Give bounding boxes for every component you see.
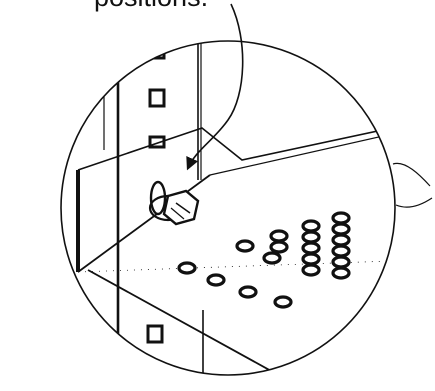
bolt-icon: [148, 180, 200, 226]
shelf-panel: [76, 121, 395, 375]
callout-arrow: [186, 3, 244, 171]
detail-contents: [76, 41, 395, 375]
callout-text: positions.: [94, 0, 208, 12]
magnifier-circle: [60, 40, 396, 376]
shelf-holes: [177, 211, 351, 309]
magnifier-tail: [392, 162, 431, 187]
